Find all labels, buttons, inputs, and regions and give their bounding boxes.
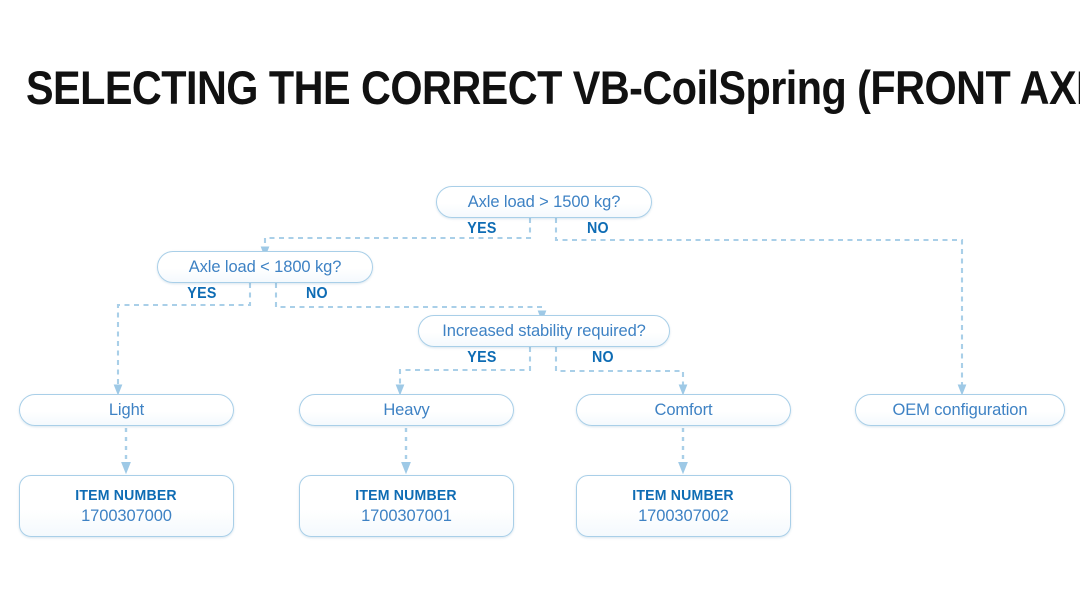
edge-d3-no [554, 347, 688, 396]
item-number-box-heavy[interactable]: ITEM NUMBER 1700307001 [299, 475, 514, 537]
result-label: OEM configuration [892, 400, 1028, 419]
result-node-light[interactable]: Light [19, 394, 234, 426]
item-number-title: ITEM NUMBER [355, 486, 458, 504]
branch-label-d2-no: NO [305, 285, 328, 302]
branch-label-d3-no: NO [591, 349, 614, 366]
decision-node-increased-stability[interactable]: Increased stability required? [418, 315, 670, 347]
item-number-value: 1700307000 [81, 506, 172, 525]
result-node-heavy[interactable]: Heavy [299, 394, 514, 426]
decision-node-axle-load-1800[interactable]: Axle load < 1800 kg? [157, 251, 373, 283]
item-number-value: 1700307001 [361, 506, 452, 525]
result-node-oem-configuration[interactable]: OEM configuration [855, 394, 1065, 426]
branch-label-d1-no: NO [586, 220, 609, 237]
item-number-box-light[interactable]: ITEM NUMBER 1700307000 [19, 475, 234, 537]
item-number-title: ITEM NUMBER [632, 486, 735, 504]
edge-d2-yes [113, 283, 252, 396]
item-number-value: 1700307002 [638, 506, 729, 525]
edge-d3-yes [395, 347, 532, 396]
page-title: SELECTING THE CORRECT VB-CoilSpring (FRO… [26, 61, 1080, 114]
result-label: Comfort [654, 400, 713, 419]
item-number-box-comfort[interactable]: ITEM NUMBER 1700307002 [576, 475, 791, 537]
item-number-title: ITEM NUMBER [75, 486, 178, 504]
branch-label-d1-yes: YES [467, 220, 497, 237]
branch-label-d3-yes: YES [467, 349, 497, 366]
decision-label: Axle load > 1500 kg? [467, 192, 621, 211]
branch-label-d2-yes: YES [187, 285, 217, 302]
decision-node-axle-load-1500[interactable]: Axle load > 1500 kg? [436, 186, 652, 218]
result-label: Heavy [383, 400, 430, 419]
result-label: Light [108, 400, 145, 419]
edge-d1-no [554, 218, 967, 396]
decision-label: Axle load < 1800 kg? [188, 257, 342, 276]
decision-label: Increased stability required? [442, 321, 646, 340]
result-node-comfort[interactable]: Comfort [576, 394, 791, 426]
